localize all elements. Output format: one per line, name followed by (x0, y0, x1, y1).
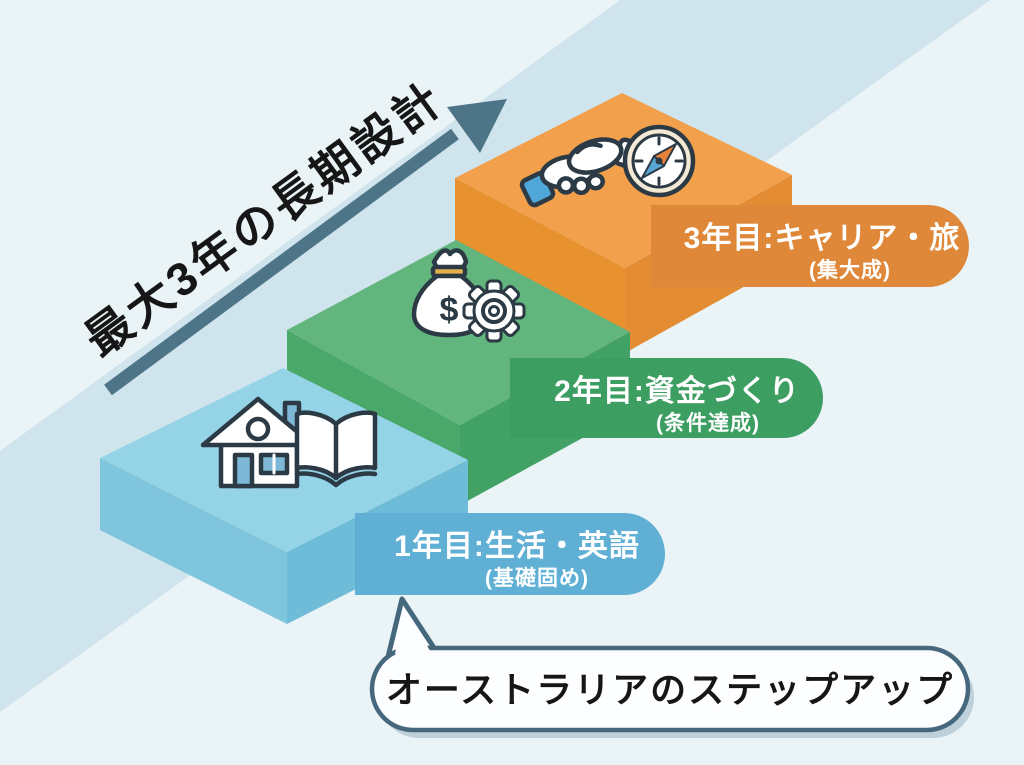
open-book-icon (294, 410, 378, 488)
step2-sublabel: (条件達成) (656, 411, 760, 435)
dollar-symbol: $ (440, 291, 459, 329)
step1-left-face (100, 458, 287, 624)
step1-label-pill (355, 513, 665, 595)
growth-arrow-head (447, 99, 507, 153)
step-year-1: 1年目:生活・英語 (基礎固め) (100, 368, 665, 624)
compass-icon (622, 124, 696, 198)
gear-icon (462, 279, 526, 343)
step3-label: 3年目:キャリア・旅 (684, 222, 961, 255)
callout-tail-cover (395, 606, 432, 654)
callout-text: オーストラリアのステップアップ (386, 669, 954, 710)
house-icon (200, 396, 316, 489)
growth-arrow-shaft (104, 128, 459, 396)
step3-top-face (455, 93, 792, 268)
callout-bubble: オーストラリアのステップアップ (369, 596, 974, 738)
step3-sublabel: (集大成) (809, 258, 891, 282)
money-bag-icon: $ (411, 248, 487, 338)
step2-label-pill (510, 358, 823, 438)
step2-label: 2年目:資金づくり (554, 374, 800, 408)
step1-label: 1年目:生活・英語 (394, 529, 640, 563)
step1-sublabel: (基礎固め) (485, 567, 589, 590)
growth-arrow (104, 99, 507, 396)
step3-label-pill (651, 205, 969, 287)
callout-body (369, 645, 971, 733)
